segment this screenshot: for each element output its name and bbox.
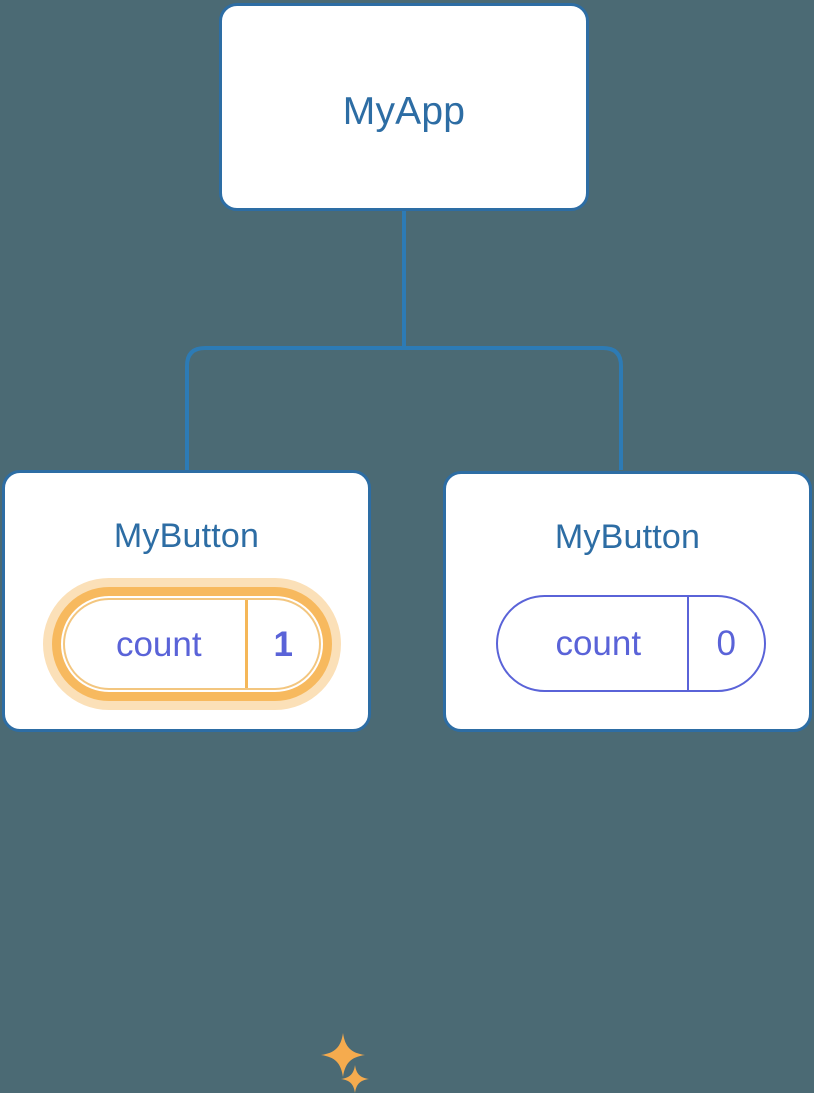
state-pill-highlighted[interactable]: count 1 bbox=[43, 578, 341, 710]
node-title-myapp: MyApp bbox=[342, 90, 466, 133]
diagram-canvas: MyApp MyButton count 1 MyButton count 0 bbox=[2, 3, 812, 1093]
node-title-mybutton-left: MyButton bbox=[113, 517, 260, 555]
connector-branch-bus bbox=[185, 346, 623, 470]
state-pill-inner: count 1 bbox=[63, 598, 321, 690]
component-node-mybutton-left[interactable]: MyButton count 1 bbox=[2, 470, 371, 1093]
sparkle-icon-small bbox=[341, 1065, 369, 1093]
state-key-right: count bbox=[555, 624, 642, 663]
node-title-mybutton-right: MyButton bbox=[554, 518, 701, 556]
component-node-mybutton-right[interactable]: MyButton count 0 bbox=[443, 471, 812, 732]
state-value-left: 1 bbox=[244, 600, 319, 688]
state-value-right: 0 bbox=[686, 597, 764, 690]
component-node-myapp[interactable]: MyApp bbox=[219, 3, 589, 211]
state-pill-plain[interactable]: count 0 bbox=[496, 595, 766, 692]
state-key-left: count bbox=[115, 624, 202, 664]
tree-connectors bbox=[185, 211, 623, 470]
